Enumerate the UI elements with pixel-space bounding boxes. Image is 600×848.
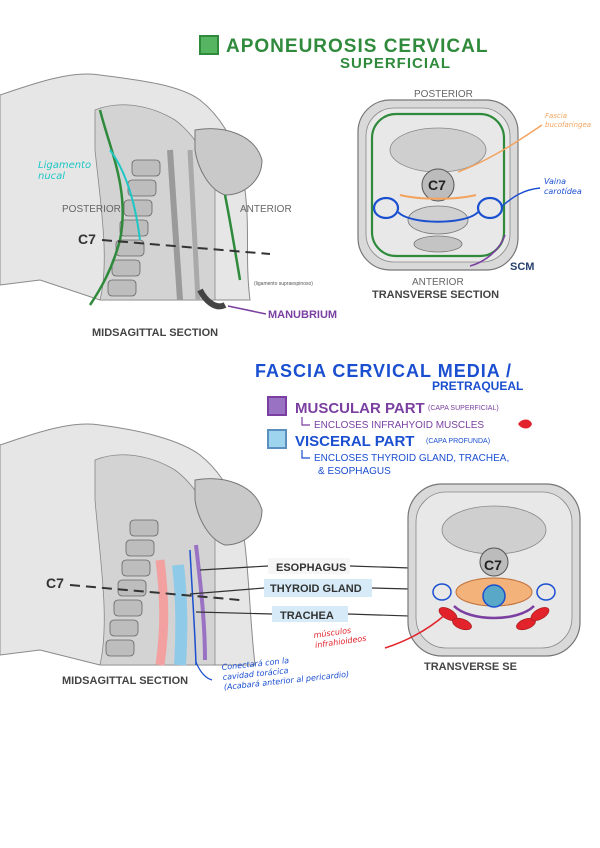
trachea-shape <box>172 564 188 666</box>
esophagus-shape <box>155 559 169 666</box>
section2-sagittal-caption: MIDSAGITTAL SECTION <box>62 675 188 687</box>
nucal-ligament-line <box>109 149 141 241</box>
section1-sagittal-anterior-label: ANTERIOR <box>240 204 292 215</box>
section1-c7-line <box>101 239 271 255</box>
section1-sagittal-caption: MIDSAGITTAL SECTION <box>92 327 218 339</box>
section2-c7-label: C7 <box>46 575 64 591</box>
visceral-part-label: VISCERAL PART <box>295 433 414 450</box>
green-legend-swatch <box>199 35 219 55</box>
muscular-part-label: MUSCULAR PART <box>295 400 425 417</box>
trachea-cross-section <box>482 584 506 608</box>
small-note: (ligamento supraespinoso) <box>254 281 313 287</box>
carotid-sheath-right <box>476 196 504 220</box>
superficial-fascia-posterior-line <box>88 109 124 306</box>
section1-transverse-caption: TRANSVERSE SECTION <box>372 289 499 301</box>
superficial-fascia-anterior-line <box>223 194 242 281</box>
section1-c7-label: C7 <box>78 231 96 247</box>
visceral-sub-label-1: ENCLOSES THYROID GLAND, TRACHEA, <box>314 453 509 464</box>
transverse-illustration-1 <box>357 99 519 271</box>
thyroid-label: THYROID GLAND <box>270 583 362 595</box>
superficial-fascia-ring <box>370 112 506 258</box>
section1-transverse-c7-label: C7 <box>428 177 446 193</box>
muscular-note: (CAPA SUPERFICIAL) <box>428 405 499 412</box>
manubrium-label: MANUBRIUM <box>268 309 337 321</box>
muscular-sub-label: ENCLOSES INFRAHYOID MUSCLES <box>314 420 484 431</box>
infrahyoid-muscles-label: músculosinfrahioideos <box>313 624 367 650</box>
visceral-swatch <box>267 429 287 449</box>
section2-title-line2: PRETRAQUEAL <box>432 379 523 393</box>
section1-title-line1: APONEUROSIS CERVICAL <box>226 36 488 57</box>
visceral-note: (CAPA PROFUNDA) <box>426 438 490 445</box>
section2-c7-line <box>69 584 241 601</box>
red-marker <box>518 419 532 429</box>
section2-transverse-caption: TRANSVERSE SE <box>424 661 517 673</box>
manubrium-shape <box>197 288 227 310</box>
infrahyoid-shape <box>194 544 207 661</box>
carotid-sheath-left <box>372 196 400 220</box>
buccopharyngeal-fascia <box>399 194 477 200</box>
section2-title-line1: FASCIA CERVICAL MEDIA / <box>255 361 512 381</box>
scm-label: SCM <box>510 261 534 273</box>
transverse-illustration-2 <box>407 483 581 657</box>
trachea-label: TRACHEA <box>280 610 334 622</box>
section1-sagittal-posterior-label: POSTERIOR <box>62 204 121 215</box>
muscular-swatch <box>267 396 287 416</box>
section1-transverse-posterior-label: POSTERIOR <box>414 89 473 100</box>
section1-transverse-anterior-label: ANTERIOR <box>412 277 464 288</box>
midsagittal-illustration-1 <box>0 73 263 310</box>
infrahyoid-muscles-cross-section <box>438 607 550 631</box>
midsagittal-illustration-2 <box>0 423 263 666</box>
esophagus-label: ESOPHAGUS <box>276 562 346 574</box>
section2-transverse-c7-label: C7 <box>484 557 502 573</box>
section1-title-line2: SUPERFICIAL <box>340 55 451 72</box>
visceral-sub-label-2: & ESOPHAGUS <box>318 466 391 477</box>
